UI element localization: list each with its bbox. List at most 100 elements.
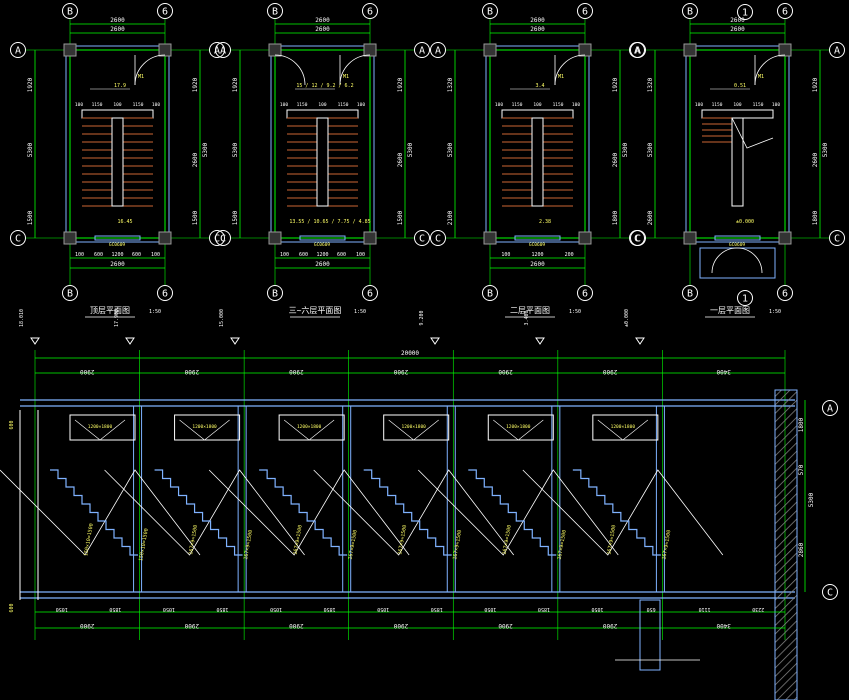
- section-flight-note: 167×9=1500: [606, 524, 617, 555]
- dim-bottom: 200: [565, 252, 574, 258]
- axis-bubble-circle: [362, 285, 378, 301]
- axis-bubble-circle: [829, 230, 845, 246]
- axis-bubble-circle: [62, 285, 78, 301]
- stair-well: [111, 117, 124, 207]
- inner-wall: [274, 49, 371, 239]
- section-flight-note: 167×9=1500: [397, 524, 408, 555]
- axis-bubble-label: C: [220, 234, 226, 245]
- axis-bubble-circle: [577, 285, 593, 301]
- section-bottom-dim: 1850: [431, 606, 443, 612]
- axis-bubble-circle: [10, 42, 26, 58]
- axis-bubble-circle: [157, 285, 173, 301]
- section-mark-1-bottom: 1: [737, 290, 753, 306]
- stair-dim: 100: [152, 102, 160, 108]
- elev-bottom: 16.45: [117, 219, 132, 225]
- axis-bubble-label: A: [435, 46, 441, 57]
- door-swing: [554, 54, 586, 86]
- dim-bottom: 600: [299, 252, 308, 258]
- stair-dim: 100: [733, 102, 741, 108]
- landing-rail: [286, 109, 359, 119]
- dim-right: 5300: [202, 142, 209, 157]
- axis-bubble-label: B: [67, 289, 73, 300]
- dim-left: 5300: [447, 142, 454, 157]
- section-flight-note: 167×9=1500: [452, 529, 463, 560]
- plan-title: 顶层平面图: [90, 306, 130, 315]
- axis-bubble-label: B: [487, 7, 493, 18]
- section-left-dim: 600: [9, 420, 15, 429]
- section-window-note: 1200×1800: [611, 424, 636, 430]
- dim-bottom: 100: [501, 252, 510, 258]
- axis-bubble-label: A: [834, 46, 840, 57]
- axis-bubble-c-right: C: [414, 230, 430, 246]
- axis-bubble-a-left: A: [215, 42, 231, 58]
- dim-top-axis: 2600: [110, 26, 125, 33]
- axis-bubble-label: B: [687, 7, 693, 18]
- section-window-note: 1200×1800: [297, 424, 322, 430]
- column: [483, 43, 497, 57]
- axis-bubble-label: B: [487, 289, 493, 300]
- section-foot: [639, 599, 661, 671]
- window-diag: [493, 419, 519, 441]
- dim-right: 5300: [407, 142, 414, 157]
- window-diag: [74, 419, 101, 441]
- axis-bubble-circle: [430, 42, 446, 58]
- porch: [699, 247, 776, 279]
- axis-bubble-label: 6: [782, 289, 788, 300]
- section-flight-note: 150×10=1500: [83, 523, 95, 557]
- elev-top: 17.9: [114, 83, 126, 89]
- window-diag: [597, 419, 624, 441]
- section-right-dim: 5300: [808, 492, 815, 507]
- axis-bubble-circle: [682, 285, 698, 301]
- dim-right: 2600: [192, 152, 199, 167]
- dim-right: 1500: [397, 210, 404, 225]
- axis-bubble-label: C: [827, 588, 833, 599]
- section-bottom-dim: 1850: [109, 606, 121, 612]
- stair-dim: 100: [695, 102, 703, 108]
- section-level-mark: 17.900: [114, 309, 120, 327]
- axis-bubble-label: C: [435, 234, 441, 245]
- axis-bubble-a-left: A: [10, 42, 26, 58]
- column: [578, 231, 592, 245]
- stair-dim: 1150: [92, 102, 103, 108]
- stair-well: [531, 117, 544, 207]
- axis-bubble-6-top: 6: [777, 3, 793, 19]
- elev-bottom: 13.55 / 10.65 / 7.75 / 4.85: [289, 219, 370, 225]
- section-span-bottom: 2900: [603, 622, 618, 629]
- stair-dim: 100: [357, 102, 365, 108]
- stair-dim: 100: [772, 102, 780, 108]
- section-window: [174, 414, 241, 441]
- column: [683, 43, 697, 57]
- axis-bubble-c-left: C: [630, 230, 646, 246]
- dim-top-total: 2600: [315, 17, 330, 24]
- column: [268, 231, 282, 245]
- section-bottom-dim: 1050: [163, 606, 175, 612]
- section-right-dim: 1800: [798, 417, 805, 432]
- section-flight-note: 150×10=1500: [138, 528, 150, 562]
- axis-bubble-c-right: C: [209, 230, 225, 246]
- plan-title: 一层平面图: [710, 306, 750, 315]
- section-right-dim: 2860: [798, 542, 805, 557]
- dim-bottom: 600: [132, 252, 141, 258]
- stair-dim: 100: [318, 102, 326, 108]
- axis-bubble-a-left: A: [430, 42, 446, 58]
- axis-bubble-label: C: [419, 234, 425, 245]
- dim-bottom: 100: [151, 252, 160, 258]
- section-axis-a: A: [822, 400, 838, 416]
- dim-top-axis: 2600: [315, 26, 330, 33]
- level-triangle: [125, 337, 135, 345]
- dim-left: 1920: [27, 77, 34, 92]
- axis-bubble-6-top: 6: [362, 3, 378, 19]
- section-window-note: 1200×1800: [506, 424, 531, 430]
- window-diag: [308, 419, 335, 441]
- section-span-top: 2900: [498, 368, 513, 375]
- stair-dim: 100: [280, 102, 288, 108]
- inner-wall: [689, 49, 786, 239]
- column: [158, 231, 172, 245]
- level-triangle: [230, 337, 240, 345]
- section-window: [487, 414, 554, 441]
- axis-bubble-b-bottom: B: [682, 285, 698, 301]
